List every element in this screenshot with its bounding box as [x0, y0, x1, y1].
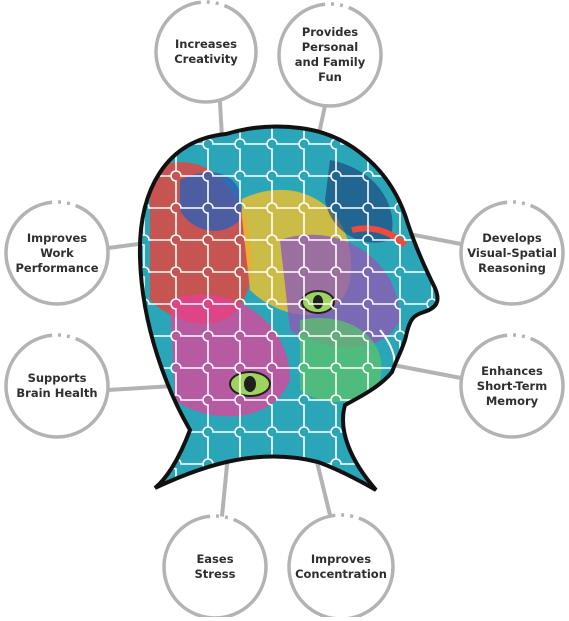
bubble-develops-visual-spatial-reasoning [459, 200, 565, 306]
bubble-supports-brain-health [4, 333, 110, 439]
bubble-provides-fun [277, 2, 383, 108]
bubble-improves-work-performance [4, 200, 110, 306]
bubble-increases-creativity [154, 0, 258, 104]
connector-increases-creativity [218, 100, 224, 140]
bubble-eases-stress [162, 514, 268, 620]
puzzle-head-icon [137, 124, 440, 492]
connector-enhances-short-term-memory [391, 363, 463, 380]
connector-eases-stress [220, 453, 230, 518]
connector-improves-concentration [314, 456, 332, 517]
bubble-improves-concentration [287, 513, 395, 621]
bubble-enhances-short-term-memory [459, 333, 565, 439]
